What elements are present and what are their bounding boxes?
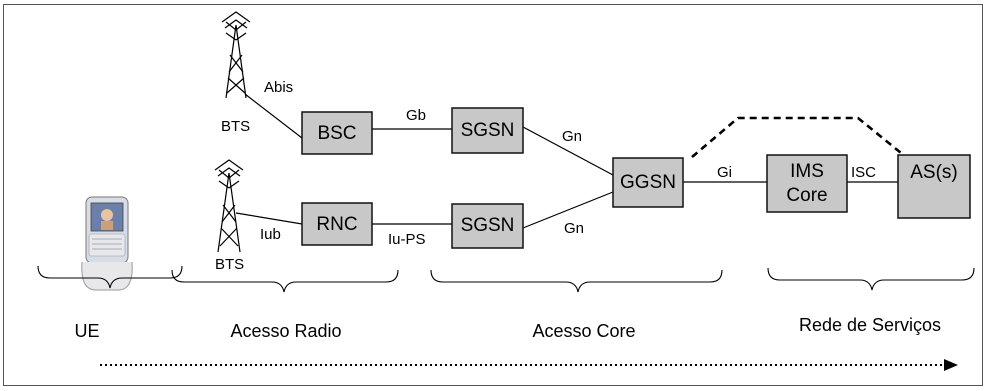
tower-top-label: BTS [221, 118, 250, 135]
tower-top-icon [221, 11, 251, 99]
interface-gi: Gi [717, 164, 732, 181]
bsc-box [301, 111, 373, 155]
link-sgsn-top-ggsn [522, 126, 614, 176]
ims-core-label-line1: IMS [790, 161, 824, 182]
link-bts-top-bsc [244, 93, 303, 139]
link-bts-bottom-rnc [235, 212, 303, 225]
ggsn-box [612, 157, 684, 208]
ims-core-box [766, 154, 848, 213]
ggsn-label: GGSN [620, 172, 676, 193]
section-radio: Acesso Radio [230, 321, 341, 341]
link-sgsn-bottom-ggsn [522, 191, 614, 229]
sgsn-top-label: SGSN [461, 120, 515, 141]
as-box [897, 154, 971, 219]
section-core: Acesso Core [532, 321, 635, 341]
rnc-label: RNC [316, 214, 357, 235]
bsc-label: BSC [317, 123, 356, 144]
rnc-box [301, 202, 373, 246]
brace-core [430, 269, 723, 293]
diagram-frame [3, 4, 983, 386]
interface-gb: Gb [406, 107, 426, 124]
as-label: AS(s) [910, 162, 958, 183]
sgsn-bottom-box [451, 203, 524, 249]
interface-gn-top: Gn [562, 128, 582, 145]
sgsn-top-box [451, 107, 524, 154]
section-services: Rede de Serviços [799, 315, 941, 335]
interface-abis: Abis [264, 79, 293, 96]
interface-iub: Iub [260, 226, 281, 243]
interface-gn-bottom: Gn [564, 220, 584, 237]
brace-services [767, 267, 975, 291]
section-ue: UE [74, 321, 99, 341]
sgsn-bottom-label: SGSN [461, 215, 515, 236]
ims-core-label-line2: Core [786, 185, 827, 206]
tower-bottom-icon [214, 159, 244, 253]
timeline-arrowhead [944, 359, 958, 371]
dashed-link-ggsn-as [691, 116, 907, 159]
brace-radio [171, 269, 399, 293]
tower-bottom-label: BTS [215, 256, 244, 273]
interface-isc: ISC [851, 164, 876, 181]
interface-iu-ps: Iu-PS [388, 231, 426, 248]
phone-icon [81, 196, 133, 291]
brace-ue [37, 265, 183, 289]
